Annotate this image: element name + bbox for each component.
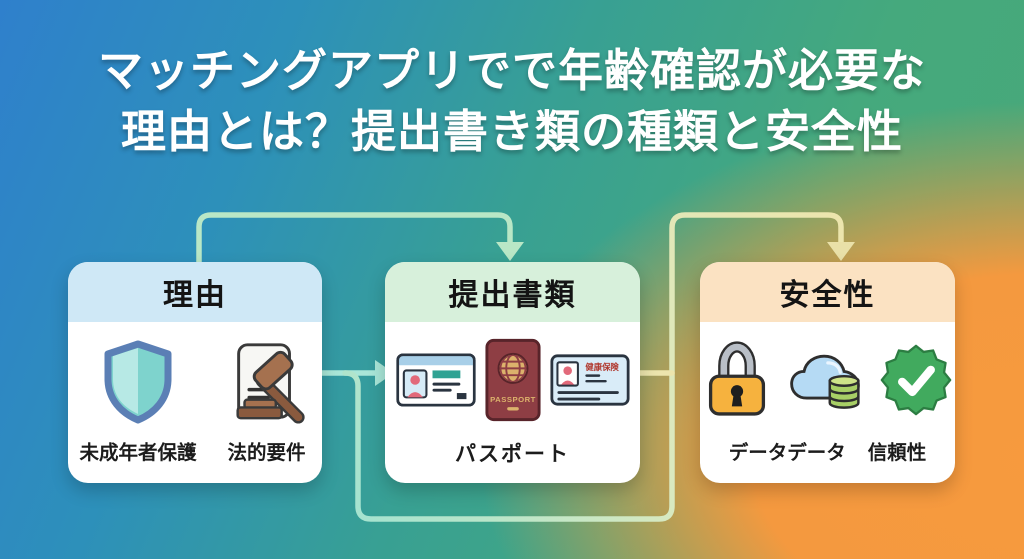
passport-icon: PASSPORT (484, 337, 542, 428)
cloud-database-icon (784, 348, 866, 417)
arrow-loop-to-safety-head-icon (827, 242, 855, 261)
reason-item-legal: 法的要件 (223, 334, 311, 465)
documents-caption: パスポート (455, 443, 570, 466)
card-reason-body: 未成年者保護 (68, 322, 322, 483)
health-card-text: 健康保険 (585, 361, 619, 371)
health-insurance-card-icon: 健康保険 (549, 353, 630, 412)
safety-label-trust: 信頼性 (867, 442, 927, 464)
verified-badge-icon (880, 344, 952, 421)
card-safety-title: 安全性 (779, 279, 876, 312)
card-safety: 安全性 (700, 262, 955, 483)
page-title: マッチングアプリでで年齢確認が必要な 理由とは？提出書き類の種類と安全性 (0, 40, 1024, 162)
arrow-reason-to-documents-head-icon (496, 242, 524, 261)
reason-label-protection: 未成年者保護 (79, 442, 197, 464)
title-line-2: 理由とは？提出書き類の種類と安全性 (120, 106, 903, 158)
title-line-1: マッチングアプリでで年齢確認が必要な (97, 45, 926, 96)
id-card-icon (395, 352, 476, 413)
reason-label-legal: 法的要件 (227, 442, 306, 464)
passport-text: PASSPORT (490, 395, 536, 404)
card-safety-header: 安全性 (700, 262, 955, 322)
arrow-horizontal-head-icon (375, 360, 394, 386)
card-reason-header: 理由 (68, 262, 322, 322)
card-safety-body: データデータ 信頼性 (700, 322, 955, 483)
card-documents-title: 提出書類 (448, 279, 577, 312)
card-documents-body: PASSPORT 健康保険 (385, 322, 640, 483)
card-documents: 提出書類 (385, 262, 640, 483)
shield-icon (98, 334, 178, 430)
flow-loop-to-safety-line (342, 212, 844, 522)
safety-label-data: データデータ (728, 442, 846, 464)
card-documents-header: 提出書類 (385, 262, 640, 322)
padlock-icon (704, 340, 770, 425)
arrow-reason-to-documents-line (196, 212, 513, 266)
card-reason-title: 理由 (163, 279, 227, 312)
gavel-document-icon (223, 334, 311, 430)
reason-item-protection: 未成年者保護 (79, 334, 197, 465)
card-reason: 理由 未成年者保護 (68, 262, 322, 483)
